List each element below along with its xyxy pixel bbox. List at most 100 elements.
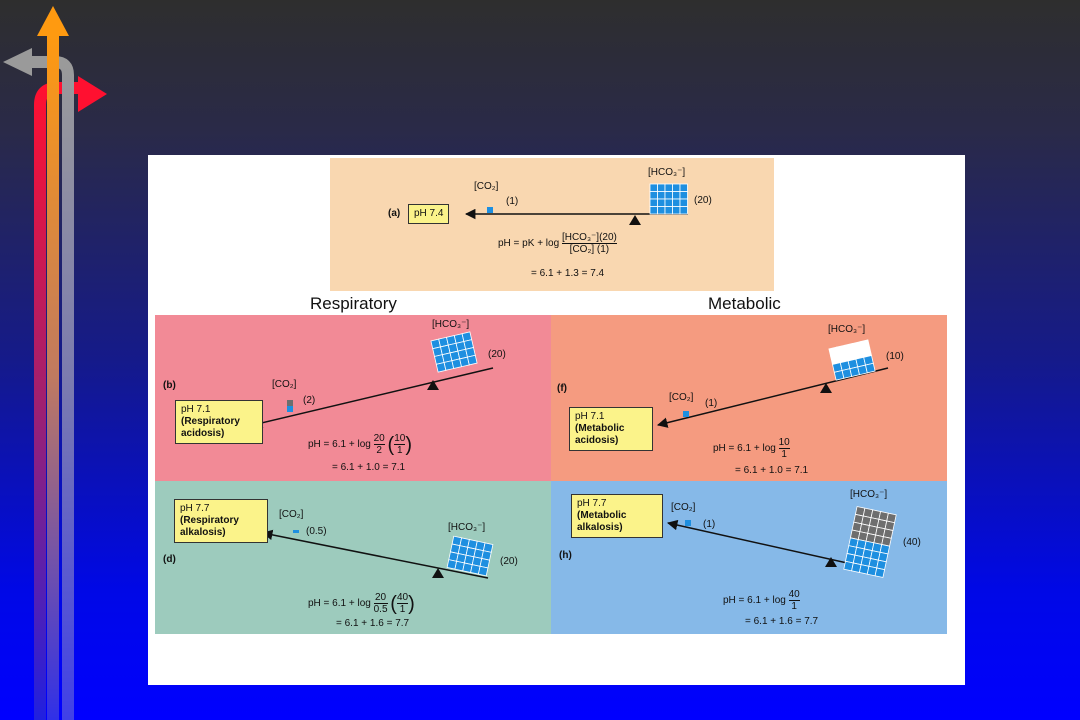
hco3-block xyxy=(679,198,688,207)
panel-b-frac1-num: 20 xyxy=(373,433,385,445)
fulcrum-a xyxy=(629,215,641,225)
panel-b-state: (Respiratory acidosis) xyxy=(181,416,240,439)
beam-d xyxy=(261,529,489,579)
panel-b-ph: pH 7.1 xyxy=(181,404,211,415)
up-arrow-icon xyxy=(37,6,69,720)
slide-decoration xyxy=(3,6,107,720)
panel-b-frac2-den: 1 xyxy=(396,445,403,456)
panel-h-co2-count: (1) xyxy=(703,519,716,530)
panel-a-ph: pH 7.4 xyxy=(414,208,444,219)
panel-b-hco3-count: (20) xyxy=(488,349,506,360)
panel-h-state: (Metabolic alkalosis) xyxy=(577,510,627,533)
panel-f-ph: pH 7.1 xyxy=(575,411,605,422)
beam-b xyxy=(251,367,494,428)
panel-d-frac2-num: 40 xyxy=(396,592,409,604)
hco3-block xyxy=(657,191,666,200)
panel-d-frac2-den: 1 xyxy=(399,604,406,615)
panel-a-hco3-label: [HCO₃⁻] xyxy=(648,167,686,178)
hco3-block xyxy=(672,198,681,207)
co2-block-a xyxy=(487,207,493,213)
panel-b-hco3-label: [HCO₃⁻] xyxy=(432,319,470,330)
panel-f-hco3-count: (10) xyxy=(886,351,904,362)
panel-f-hco3-label: [HCO₃⁻] xyxy=(828,324,866,335)
panel-d-eq-result: = 6.1 + 1.6 = 7.7 xyxy=(336,618,410,629)
panel-d-ph-box: pH 7.7 (Respiratory alkalosis) xyxy=(174,499,268,543)
panel-b-ph-box: pH 7.1 (Respiratory acidosis) xyxy=(175,400,263,444)
hco3-block xyxy=(649,206,658,215)
panel-d-co2-label: [CO₂] xyxy=(279,509,304,520)
panel-b-frac2-num: 10 xyxy=(394,433,406,445)
hco3-block xyxy=(467,354,478,366)
hco3-block xyxy=(865,362,876,374)
respiratory-heading: Respiratory xyxy=(310,294,397,313)
fulcrum-d xyxy=(432,568,444,578)
panel-f-frac1-den: 1 xyxy=(781,449,787,460)
hco3-block xyxy=(679,206,688,215)
fulcrum-h xyxy=(825,557,837,567)
hco3-block xyxy=(657,183,666,192)
hco3-block xyxy=(657,206,666,215)
panel-normal xyxy=(330,158,774,291)
panel-b-co2-label: [CO₂] xyxy=(272,379,297,390)
panel-a-eq-den: [CO₂] (1) xyxy=(569,244,610,255)
hco3-block xyxy=(874,567,886,578)
panel-a-eq-num: [HCO₃⁻](20) xyxy=(561,232,617,244)
panel-h-hco3-count: (40) xyxy=(903,537,921,548)
panel-d-hco3-count: (20) xyxy=(500,556,518,567)
panel-h-frac1-num: 40 xyxy=(788,589,800,601)
panel-d-ph: pH 7.7 xyxy=(180,503,210,514)
hco3-block xyxy=(672,206,681,215)
panel-f-state: (Metabolic acidosis) xyxy=(575,423,625,446)
hco3-block xyxy=(657,198,666,207)
panel-a-eq-prefix: pH = pK + log xyxy=(498,238,560,250)
panel-f-ph-box: pH 7.1 (Metabolic acidosis) xyxy=(569,407,653,451)
panel-a-ph-box: pH 7.4 xyxy=(408,204,450,224)
acid-base-figure: Respiratory Metabolic xyxy=(148,155,965,685)
panel-d-state: (Respiratory alkalosis) xyxy=(180,515,239,538)
hco3-block xyxy=(664,191,673,200)
panel-d-eq-prefix: pH = 6.1 + log xyxy=(308,598,371,610)
hco3-block xyxy=(477,565,489,577)
panel-metabolic-acidosis xyxy=(551,315,947,481)
panel-a-equation: pH = pK + log [HCO₃⁻](20)[CO₂] (1) xyxy=(498,232,617,255)
hco3-blocks-f xyxy=(828,339,876,381)
panel-h-ph: pH 7.7 xyxy=(577,498,607,509)
panel-f-eq-prefix: pH = 6.1 + log xyxy=(713,443,776,455)
panel-f-co2-count: (1) xyxy=(705,398,718,409)
hco3-block xyxy=(664,198,673,207)
panel-a-co2-label: [CO₂] xyxy=(474,181,499,192)
hco3-blocks-b xyxy=(430,331,478,373)
panel-d-frac1-num: 20 xyxy=(373,592,388,604)
panel-a-eq-result: = 6.1 + 1.3 = 7.4 xyxy=(531,268,605,279)
panel-d-frac1-den: 0.5 xyxy=(373,604,388,615)
hco3-block xyxy=(672,183,681,192)
panel-h-eq-prefix: pH = 6.1 + log xyxy=(723,595,786,607)
metabolic-heading: Metabolic xyxy=(708,294,781,313)
panel-b-eq-result: = 6.1 + 1.0 = 7.1 xyxy=(332,462,406,473)
panel-h-co2-label: [CO₂] xyxy=(671,502,696,513)
hco3-block xyxy=(679,183,688,192)
panel-d-letter: (d) xyxy=(163,554,176,565)
panel-f-co2-label: [CO₂] xyxy=(669,392,694,403)
hco3-block xyxy=(679,191,688,200)
panel-h-letter: (h) xyxy=(559,550,572,561)
panel-a-hco3-count: (20) xyxy=(694,195,712,206)
hco3-block xyxy=(672,191,681,200)
panel-a-co2-count: (1) xyxy=(506,196,519,207)
panel-respiratory-acidosis xyxy=(155,315,551,481)
hco3-blocks-h xyxy=(843,506,897,578)
panel-a-letter: (a) xyxy=(388,208,401,219)
fulcrum-b xyxy=(427,380,439,390)
panel-d-hco3-label: [HCO₃⁻] xyxy=(448,522,486,533)
beam-f xyxy=(656,367,889,428)
co2-block-d xyxy=(293,530,299,533)
co2-block-b2 xyxy=(287,406,293,412)
panel-h-frac1-den: 1 xyxy=(791,601,797,612)
panel-b-eq-prefix: pH = 6.1 + log xyxy=(308,439,371,451)
hco3-block xyxy=(649,183,658,192)
hco3-block xyxy=(664,183,673,192)
